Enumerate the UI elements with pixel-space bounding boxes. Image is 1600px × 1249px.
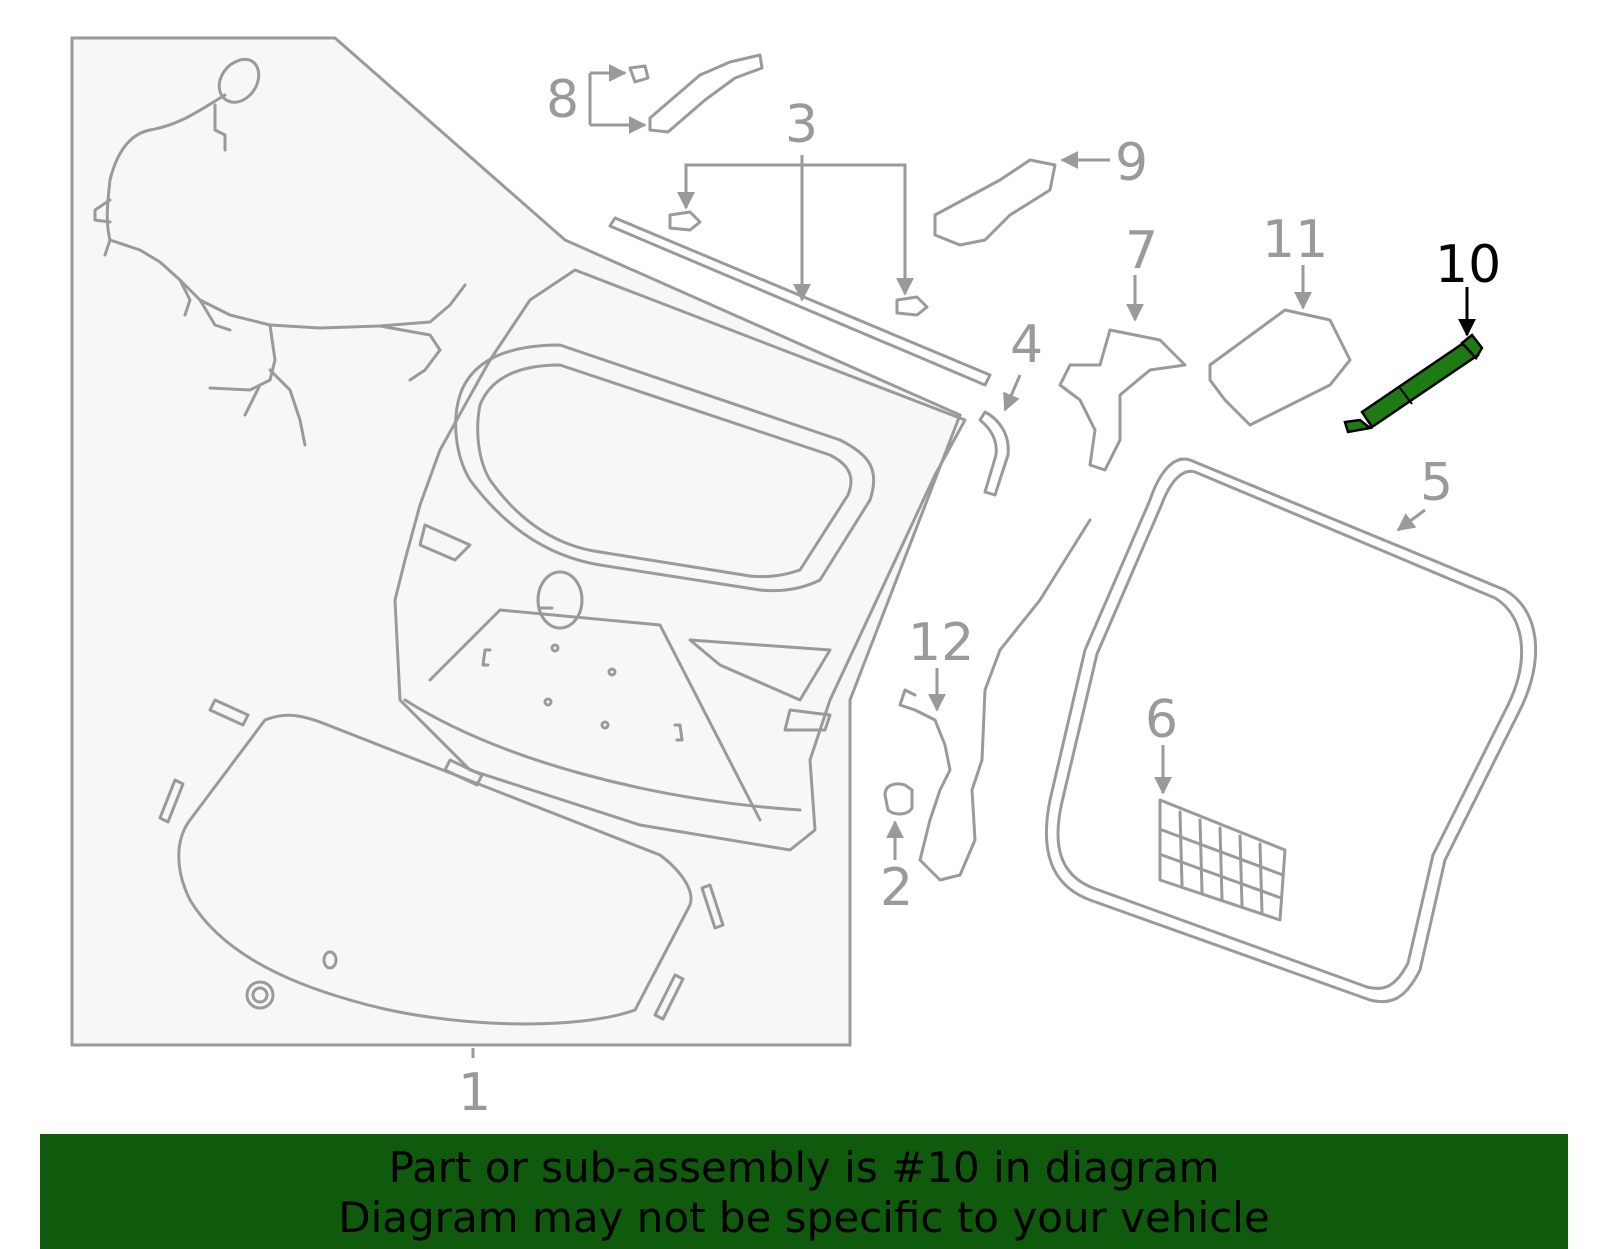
callout-6: 6 <box>1145 690 1178 750</box>
hinge-7 <box>1058 328 1187 472</box>
part-10-highlighted[interactable] <box>1343 333 1484 434</box>
tailgate-molding <box>608 216 992 387</box>
callout-10: 10 <box>1435 235 1501 295</box>
callout-11: 11 <box>1262 210 1328 270</box>
callout-12: 12 <box>908 613 974 673</box>
cable-12 <box>898 518 1092 882</box>
part-1-panel <box>70 36 962 1047</box>
banner-line-1: Part or sub-assembly is #10 in diagram <box>388 1143 1220 1192</box>
rear-glass <box>177 713 693 1026</box>
leader-3-left <box>677 163 802 210</box>
callout-2: 2 <box>880 858 913 918</box>
actuator-8 <box>648 53 764 134</box>
tailgate-shell <box>393 268 967 852</box>
bumper-2 <box>883 782 914 816</box>
clip-8 <box>628 64 650 84</box>
callout-5: 5 <box>1420 453 1453 513</box>
clip-left <box>668 210 702 232</box>
leader-3-right <box>802 163 914 296</box>
grille-6 <box>1158 798 1287 922</box>
wiring-harness <box>93 57 467 447</box>
info-banner: Part or sub-assembly is #10 in diagram D… <box>40 1134 1568 1249</box>
leader-4 <box>1003 374 1022 412</box>
clip-right <box>895 295 929 317</box>
weatherstrip-5 <box>1044 457 1538 1004</box>
callout-8: 8 <box>546 70 579 130</box>
glass-grommet <box>245 980 275 1010</box>
parts-diagram: 1 2 3 4 5 6 7 8 9 10 11 12 <box>70 36 1538 1123</box>
bracket-9 <box>933 158 1057 247</box>
callout-9: 9 <box>1115 133 1148 193</box>
bracket-11 <box>1208 308 1352 427</box>
banner-line-2: Diagram may not be specific to your vehi… <box>338 1193 1270 1242</box>
seal-4 <box>978 410 1010 497</box>
callout-7: 7 <box>1125 221 1158 281</box>
leader-5 <box>1396 508 1426 532</box>
callout-4: 4 <box>1010 315 1043 375</box>
callout-1: 1 <box>458 1063 491 1123</box>
callout-3: 3 <box>785 95 818 155</box>
